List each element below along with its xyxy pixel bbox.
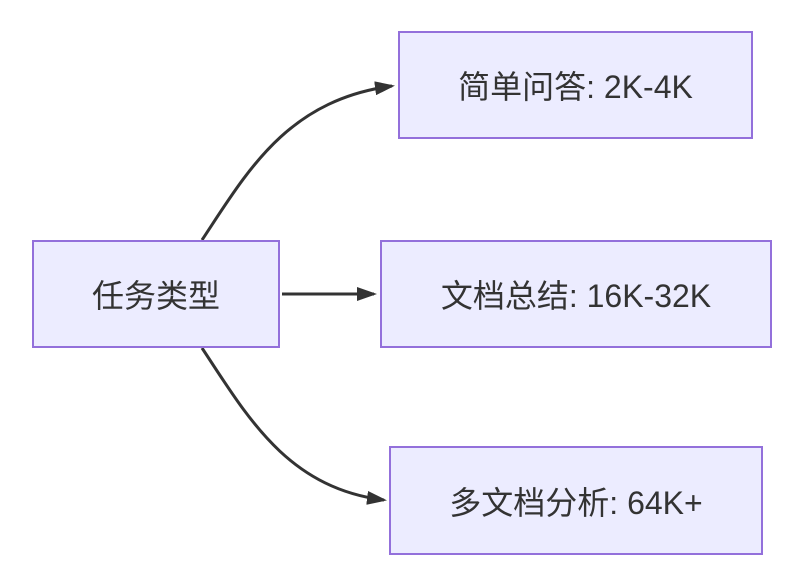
node-doc-summary-label: 文档总结: 16K-32K [440, 278, 712, 314]
node-doc-summary: 文档总结: 16K-32K [380, 240, 772, 348]
node-multi-doc-analysis-label: 多文档分析: 64K+ [449, 484, 703, 521]
node-task-type-label: 任务类型 [91, 278, 220, 314]
edge-task-type-to-multi-doc-analysis [200, 347, 387, 505]
node-task-type: 任务类型 [32, 240, 280, 348]
node-simple-qa: 简单问答: 2K-4K [398, 31, 753, 139]
node-simple-qa-label: 简单问答: 2K-4K [458, 69, 693, 105]
edge-task-type-to-simple-qa [200, 81, 395, 241]
node-multi-doc-analysis: 多文档分析: 64K+ [389, 446, 763, 555]
